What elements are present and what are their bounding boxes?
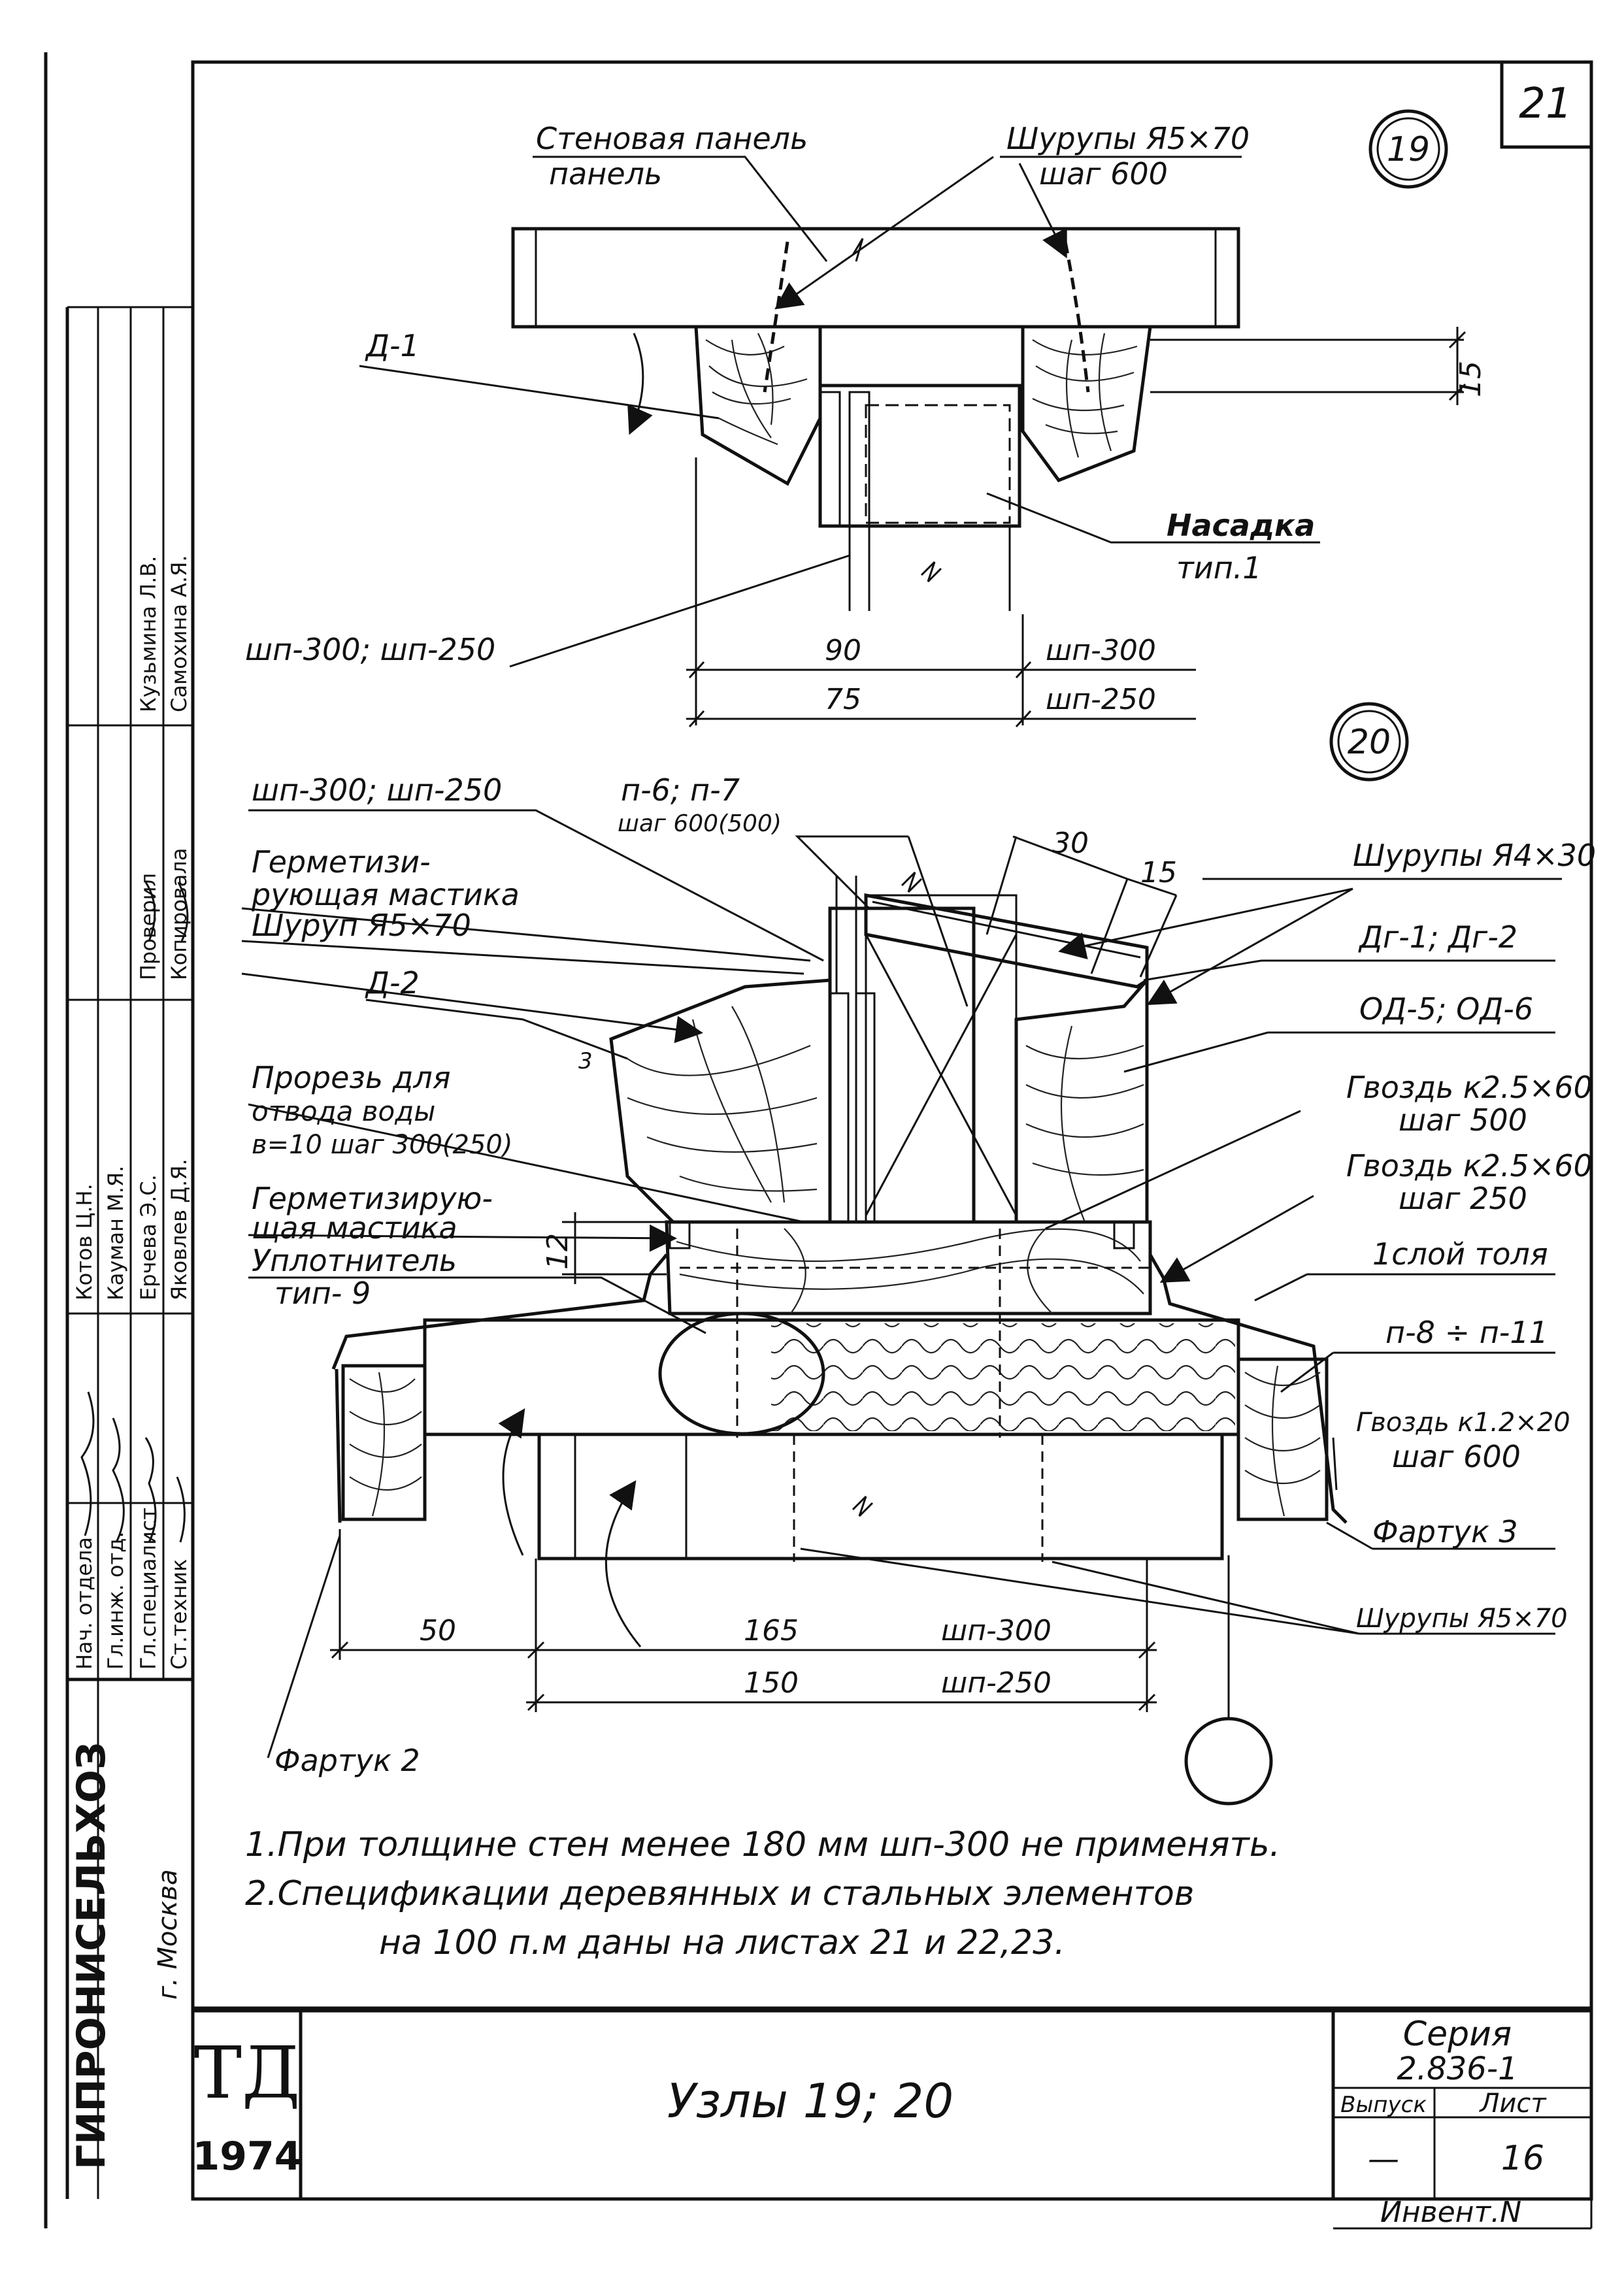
shp300-20: шп-300 [941, 1614, 1052, 1647]
dim-50: 50 [420, 1614, 456, 1647]
signature-4 [176, 1476, 186, 1543]
stamp-check-name-2: Самохина А.Я. [167, 555, 191, 712]
node-19-number: 19 [1387, 130, 1430, 169]
dim-150: 150 [744, 1666, 799, 1700]
note-3: на 100 п.м даны на листах 21 и 22,23. [379, 1923, 1065, 1962]
signature-2 [112, 1417, 125, 1543]
apron-3: Фартук 3 [1372, 1514, 1518, 1549]
node-19-marker [1368, 109, 1448, 189]
seal2-line1: Герметизирую- [252, 1181, 493, 1216]
cap-type: тип.1 [1176, 550, 1262, 586]
apron-2: Фартук 2 [274, 1743, 420, 1778]
wall-panel-label: Стеновая панель [536, 121, 808, 156]
screws-bottom-label: Шурупы Я5×70 [1356, 1604, 1568, 1634]
td-mark: ТД [194, 2031, 301, 2115]
drawing-title: Узлы 19; 20 [667, 2073, 953, 2128]
stamp-role-4: Ст.техник [167, 1559, 191, 1670]
nail-2-label: Гвоздь к2.5×60 [1346, 1148, 1593, 1183]
stamp-name-3: Ерчева Э.С. [136, 1174, 161, 1300]
corner-sheet-number: 21 [1519, 80, 1572, 128]
dim-15-n19: 15 [1454, 361, 1487, 397]
p811-label: п-8 ÷ п-11 [1385, 1315, 1548, 1350]
cap-label: Насадка [1167, 508, 1315, 543]
nail-3-label: Гвоздь к1.2×20 [1356, 1408, 1570, 1438]
shp250-19: шп-250 [1046, 683, 1156, 716]
felt-label: 1слой толя [1372, 1236, 1548, 1272]
note-2: 2.Спецификации деревянных и стальных эле… [245, 1874, 1194, 1913]
nail-2-step: шаг 250 [1399, 1181, 1527, 1216]
shp250-20: шп-250 [941, 1666, 1052, 1700]
d2-label: Д-2 [365, 965, 420, 1000]
nail-3-step: шаг 600 [1392, 1439, 1521, 1474]
stamp-role-3: Гл.специалист [136, 1508, 161, 1670]
slot-line3: в=10 шаг 300(250) [252, 1130, 512, 1160]
signature-3 [144, 1437, 157, 1543]
screws-4-label: Шурупы Я4×30 [1353, 838, 1596, 873]
stamp-role-2: Гл.инж. отд. [103, 1531, 128, 1670]
stamp-org: ГИПРОНИСЕЛЬХОЗ [69, 1742, 114, 2170]
issue-label: Выпуск [1340, 2092, 1427, 2118]
title-block [193, 2006, 1593, 2230]
seal3-line1: Уплотнитель [252, 1243, 457, 1278]
sheet-value: 16 [1501, 2139, 1544, 2178]
od-label: ОД-5; ОД-6 [1359, 991, 1533, 1027]
stamp-name-1: Котов Ц.Н. [72, 1183, 97, 1300]
node-20-number: 20 [1348, 723, 1391, 762]
seal-mastic-line2: рующая мастика [251, 877, 520, 912]
inventory-label: Инвент.N [1380, 2196, 1521, 2229]
slot-line2: отвода воды [252, 1095, 435, 1127]
seal3-line2: тип- 9 [274, 1276, 371, 1311]
series-value: 2.836-1 [1397, 2051, 1517, 2087]
issue-value: — [1368, 2141, 1399, 2177]
dg-label: Дг-1; Дг-2 [1358, 919, 1517, 955]
nail-1-label: Гвоздь к2.5×60 [1346, 1070, 1593, 1105]
p67-label: п-6; п-7 [621, 772, 740, 808]
signature-6 [177, 882, 189, 942]
dim-30: 30 [1052, 827, 1089, 860]
d1-label: Д-1 [365, 328, 420, 363]
shp300-19: шп-300 [1046, 634, 1156, 667]
slot-line1: Прорезь для [252, 1060, 451, 1095]
dim-165: 165 [744, 1614, 799, 1647]
dim-75: 75 [825, 683, 861, 716]
dim-12: 12 [541, 1233, 574, 1270]
p67-step: шаг 600(500) [618, 810, 782, 837]
stamp-check-role-1: Проверил [136, 873, 161, 980]
shp-label-19: шп-300; шп-250 [245, 632, 495, 667]
stamp-city: г. Москва [153, 1869, 183, 2000]
series-label: Серия [1403, 2015, 1512, 2054]
approval-stamp: Нач. отдела Гл.инж. отд. Гл.специалист С… [65, 306, 194, 2199]
node-20-drawing [241, 809, 1562, 1806]
seal2-line2: щая мастика [252, 1210, 457, 1246]
screws-step-19: шаг 600 [1039, 156, 1168, 191]
screws-label-19: Шурупы Я5×70 [1006, 121, 1250, 156]
stamp-role-1: Нач. отдела [72, 1537, 97, 1670]
dim-15-n20: 15 [1140, 856, 1177, 889]
sheet-label: Лист [1478, 2089, 1547, 2119]
screw-label-20: Шуруп Я5×70 [252, 908, 471, 943]
dim-3: 3 [578, 1048, 593, 1074]
signature-1 [80, 1391, 95, 1536]
node-20-marker [1329, 702, 1409, 782]
note-1: 1.При толщине стен менее 180 мм шп-300 н… [245, 1825, 1280, 1864]
seal-mastic-line1: Герметизи- [252, 844, 431, 880]
stamp-name-4: Яковлев Д.Я. [167, 1159, 191, 1300]
stamp-name-2: Кауман М.Я. [103, 1166, 128, 1300]
signature-5 [144, 882, 156, 942]
nail-1-step: шаг 500 [1399, 1102, 1527, 1138]
node-19-drawing [359, 156, 1467, 728]
stamp-check-name-1: Кузьмина Л.В. [136, 555, 161, 712]
shp-label-20: шп-300; шп-250 [252, 772, 502, 808]
dim-90: 90 [825, 634, 861, 667]
year: 1974 [193, 2134, 302, 2179]
wall-panel-label-2: панель [549, 156, 662, 191]
